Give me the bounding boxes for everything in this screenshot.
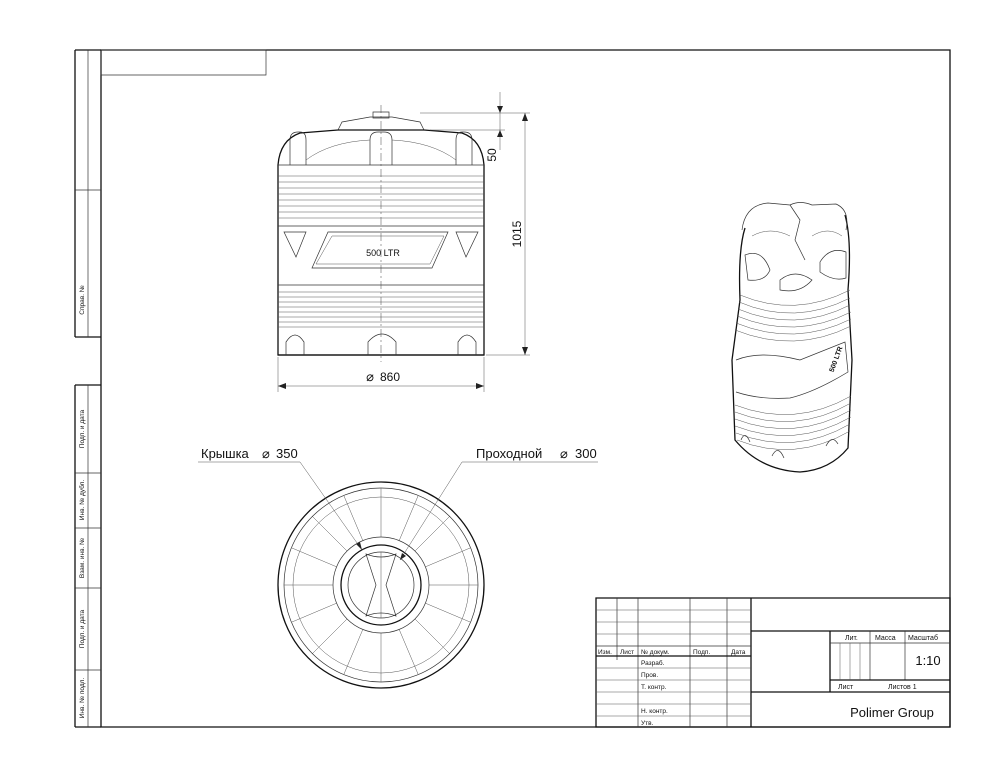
tank-isometric-view: 500 LTR [732,203,852,473]
tb-sheet: Лист [838,684,854,691]
sheet-frame [75,50,950,727]
dimension-lines: 50 1015 ⌀ 860 [278,92,530,392]
tb-company: Polimer Group [850,705,934,720]
dim-total-height: 1015 [510,220,524,247]
title-block [596,598,950,727]
callout-lid-symbol: ⌀ [262,446,270,461]
callout-pass-diameter: 300 [575,446,597,461]
tb-nkontr: Н. контр. [641,708,668,715]
tb-doc: № докум. [641,649,670,656]
tb-prov: Пров. [641,672,658,679]
tank-front-view: 500 LTR [278,105,484,362]
callout-labels: Крышка ⌀ 350 Проходной ⌀ 300 [201,446,597,461]
stamp-inv-dubl: Инв. № дубл. [78,480,86,520]
dim-lid-height: 50 [485,148,499,162]
tb-utv: Утв. [641,720,654,727]
tb-izm: Изм. [598,649,612,656]
title-block-text: Изм. Лист № докум. Подп. Дата Разраб. Пр… [598,634,941,727]
tb-podp: Подп. [693,649,710,656]
tb-data: Дата [731,649,746,656]
dim-diameter: 860 [380,370,400,384]
tb-lit: Лит. [845,635,858,642]
stamp-sprav: Справ. № [79,285,86,315]
dim-diameter-symbol: ⌀ [366,369,374,384]
tb-massa: Масса [875,635,896,642]
stamp-inv-podl: Инв. № подл. [79,678,86,719]
stamp-podp-data-1: Подп. и дата [79,409,86,448]
callout-lid: Крышка [201,446,250,461]
callout-pass: Проходной [476,446,542,461]
tb-masshtab: Масштаб [908,634,938,642]
tank-top-view [198,462,598,688]
callout-lid-diameter: 350 [276,446,298,461]
stamp-vzam-inv: Взам. инв. № [79,538,86,578]
stamp-podp-data-2: Подп. и дата [79,609,86,648]
tank-label-3d: 500 LTR [829,346,845,374]
tb-tkontr: Т. контр. [641,684,667,691]
tb-sheets: Листов 1 [888,684,917,691]
callout-pass-symbol: ⌀ [560,446,568,461]
tb-razrab: Разраб. [641,659,665,667]
tank-label-text: 500 LTR [366,248,400,258]
side-stamp-labels: Справ. № Подп. и дата Инв. № дубл. Взам.… [78,285,86,718]
tb-scale: 1:10 [915,653,940,668]
tb-list: Лист [620,649,634,656]
